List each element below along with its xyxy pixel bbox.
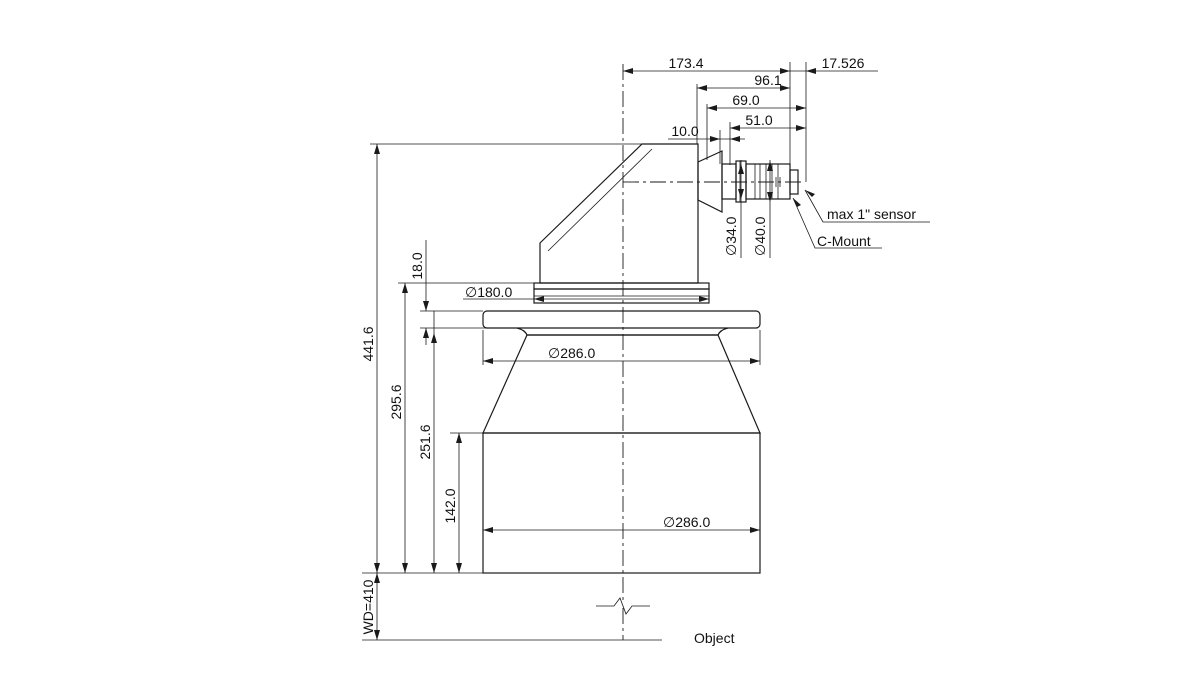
- rear-cone: [697, 150, 723, 213]
- mount-leader: [792, 197, 882, 249]
- dim-251-6: 251.6: [417, 424, 433, 459]
- break-symbol: [596, 597, 650, 615]
- dim-wd: WD=410: [360, 579, 376, 634]
- front-barrel: [482, 432, 761, 574]
- dim-18-0: 18.0: [409, 252, 425, 279]
- dim-173-4: 173.4: [668, 55, 703, 71]
- dim-96-1: 96.1: [754, 72, 781, 88]
- conical-barrel: [482, 334, 761, 434]
- sensor-label: max 1" sensor: [827, 206, 916, 222]
- camera-dimensions: ∅34.0 ∅40.0: [723, 160, 773, 258]
- mount-label: C-Mount: [817, 233, 871, 249]
- housing-inner-edge: [547, 148, 653, 252]
- dim-17-526: 17.526: [822, 55, 865, 71]
- object-label: Object: [694, 630, 735, 646]
- dim-phi-34-0: ∅34.0: [723, 216, 739, 256]
- dim-phi-180: ∅180.0: [465, 284, 512, 300]
- lens-body: [482, 143, 799, 574]
- center-lines: [596, 64, 805, 640]
- callouts: max 1" sensor C-Mount: [792, 189, 930, 249]
- dim-phi-286-bottom: ∅286.0: [663, 514, 710, 530]
- dim-phi-286-top: ∅286.0: [548, 345, 595, 361]
- dim-51-0: 51.0: [745, 112, 772, 128]
- dim-10-0: 10.0: [671, 123, 698, 139]
- dim-142-0: 142.0: [442, 488, 458, 523]
- top-dimensions: 173.4 17.526 96.1 69.0 51.0 10.0: [623, 55, 878, 182]
- dim-441-6: 441.6: [360, 326, 376, 361]
- upper-flange-top: [533, 282, 710, 290]
- tube-section-1: [721, 163, 737, 200]
- neck-collar: [516, 327, 729, 336]
- diameter-dimensions: ∅180.0 ∅286.0 ∅286.0: [463, 284, 761, 533]
- wide-disk: [482, 310, 761, 329]
- sensor-leader: [804, 189, 930, 223]
- dim-phi-40-0: ∅40.0: [752, 216, 768, 256]
- left-dimensions: 441.6 295.6 18.0 251.6 142.0 WD=410: [360, 143, 662, 641]
- mirror-housing: [539, 143, 699, 284]
- dim-69-0: 69.0: [732, 92, 759, 108]
- dim-295-6: 295.6: [388, 384, 404, 419]
